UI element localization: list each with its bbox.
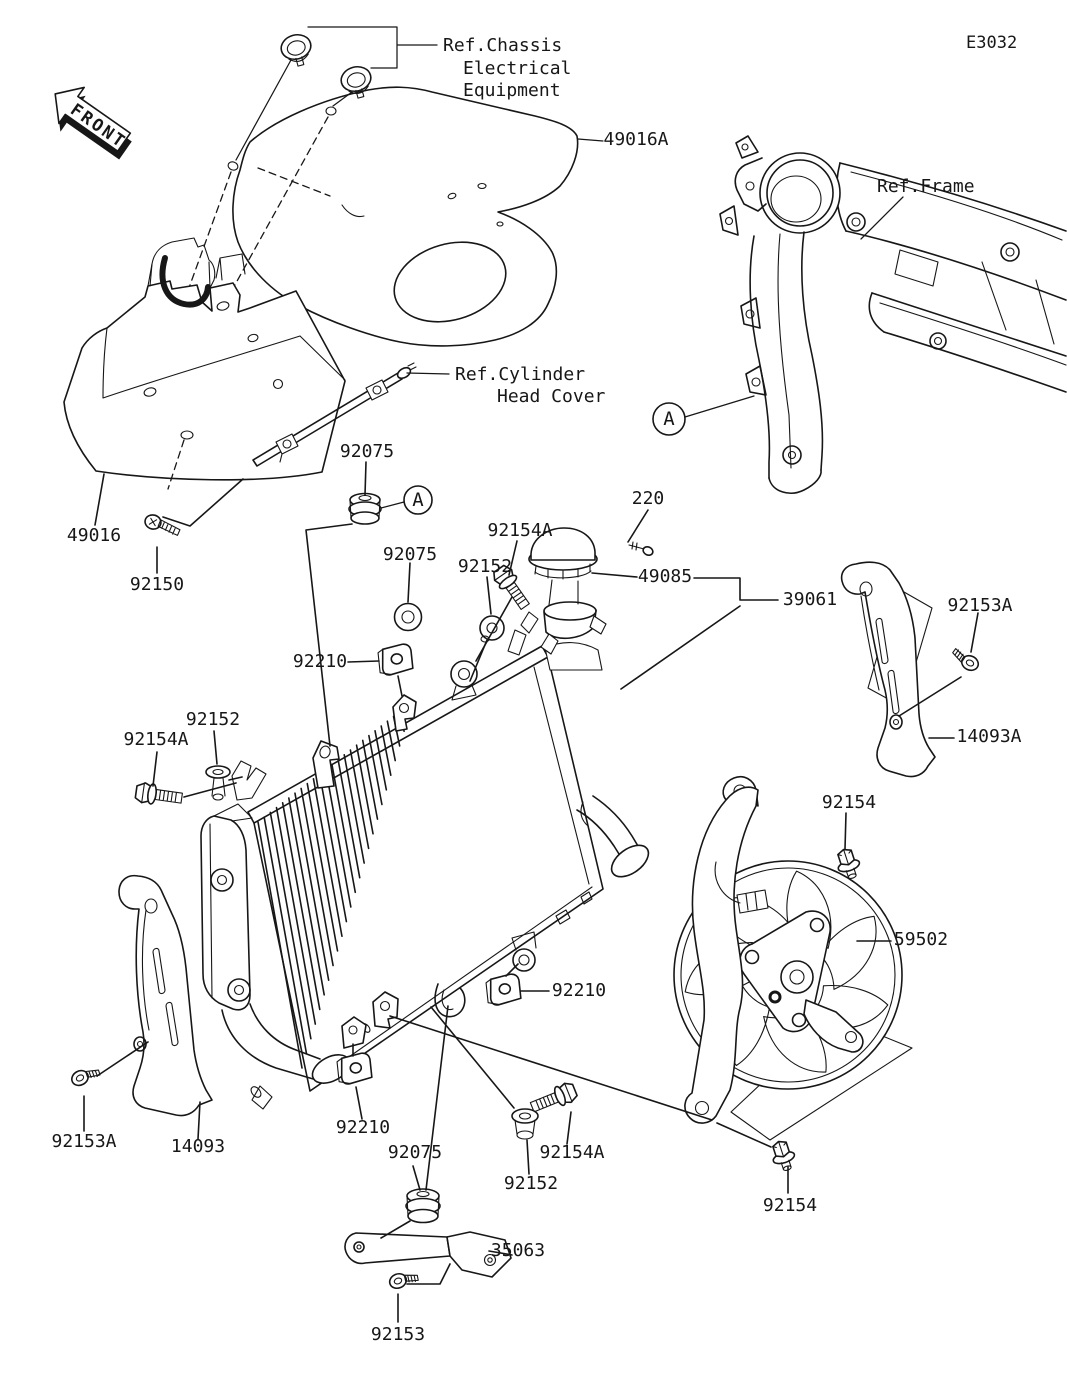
leader-lines xyxy=(83,461,979,1323)
part-label-14093: 14093 xyxy=(171,1136,225,1157)
ref-chassis-label-2: Electrical xyxy=(463,58,571,79)
part-label-92152: 92152 xyxy=(458,556,512,577)
ref-chassis-bracket xyxy=(307,26,438,69)
bolt-92154A-icon-c xyxy=(527,1079,580,1118)
part-label-39061: 39061 xyxy=(783,589,837,610)
part-label-14093A: 14093A xyxy=(956,726,1021,747)
part-label-49016: 49016 xyxy=(67,525,121,546)
screw-92153A-icon-right xyxy=(948,647,982,674)
ref-cylinder-label-2: Head Cover xyxy=(497,386,606,407)
svg-text:A: A xyxy=(412,489,424,511)
part-label-49016A: 49016A xyxy=(603,129,668,150)
part-labels: 49016A4901692150920759207592075921529215… xyxy=(51,129,1021,1345)
part-label-35063: 35063 xyxy=(491,1240,545,1261)
ref-frame-label: Ref.Frame xyxy=(877,176,975,197)
ref-frame-leader xyxy=(860,196,904,240)
part-label-49085: 49085 xyxy=(638,566,692,587)
detail-marker-grommet: A xyxy=(380,485,433,515)
radiator-cap-art xyxy=(528,527,598,580)
grommet-92075-icon-a xyxy=(348,492,382,525)
detail-marker-frame: A xyxy=(652,395,755,436)
washer-92152-icon-b xyxy=(205,765,231,801)
head-cover-rail-art xyxy=(252,362,417,467)
collar-92152-icon-a xyxy=(479,615,505,643)
part-label-92152: 92152 xyxy=(186,709,240,730)
collar-92152-icon-c xyxy=(511,1108,539,1140)
clamp-lines xyxy=(235,59,353,161)
part-label-92210: 92210 xyxy=(552,980,606,1001)
front-arrow: FRONT xyxy=(54,86,132,160)
page-code: E3032 xyxy=(966,33,1017,53)
part-label-220: 220 xyxy=(632,488,665,509)
clamp-icons xyxy=(280,33,372,99)
svg-text:A: A xyxy=(663,408,675,430)
bracket-right-art xyxy=(840,561,936,778)
radiator-fins xyxy=(257,701,414,1069)
part-label-92154: 92154 xyxy=(822,792,876,813)
screw-92153A-icon-left xyxy=(68,1061,102,1090)
part-label-92154A: 92154A xyxy=(487,520,552,541)
clip-92210-icon-a xyxy=(376,642,415,677)
heat-shield-art xyxy=(227,86,579,347)
ref-cylinder-label-1: Ref.Cylinder xyxy=(455,364,585,385)
ref-chassis-label-3: Equipment xyxy=(463,80,561,101)
clip-92210-icon-b xyxy=(484,972,523,1007)
screw-92153-icon xyxy=(386,1266,420,1292)
part-label-92210: 92210 xyxy=(293,651,347,672)
heat-shield-leader xyxy=(577,138,604,142)
mount-construction-dashes xyxy=(152,116,329,388)
part-label-92153: 92153 xyxy=(371,1324,425,1345)
part-label-59502: 59502 xyxy=(894,929,948,950)
part-label-92154: 92154 xyxy=(763,1195,817,1216)
part-label-92075: 92075 xyxy=(383,544,437,565)
bolt-92154A-icon-b xyxy=(133,781,184,809)
frame-art xyxy=(719,135,1067,494)
grommet-92075-icon-c xyxy=(405,1188,441,1224)
grommet-92075-icon-b xyxy=(393,602,423,632)
part-label-92153A: 92153A xyxy=(947,595,1012,616)
screw-220-icon xyxy=(628,541,654,556)
heat-guard-art xyxy=(63,237,346,490)
fan-art xyxy=(673,775,903,1124)
stay-bracket-art xyxy=(344,1231,512,1278)
part-label-92210: 92210 xyxy=(336,1117,390,1138)
part-label-92075: 92075 xyxy=(340,441,394,462)
part-label-92153A: 92153A xyxy=(51,1131,116,1152)
bolt-92154-icon-bottom xyxy=(767,1137,800,1175)
part-label-92154A: 92154A xyxy=(123,729,188,750)
part-label-92150: 92150 xyxy=(130,574,184,595)
part-label-92152: 92152 xyxy=(504,1173,558,1194)
part-label-92075: 92075 xyxy=(388,1142,442,1163)
bracket-left-art xyxy=(118,874,213,1117)
ref-cylinder-leader xyxy=(406,372,450,375)
part-label-92154A: 92154A xyxy=(539,1142,604,1163)
ref-chassis-label-1: Ref.Chassis xyxy=(443,35,562,56)
radiator-art xyxy=(200,527,654,1110)
